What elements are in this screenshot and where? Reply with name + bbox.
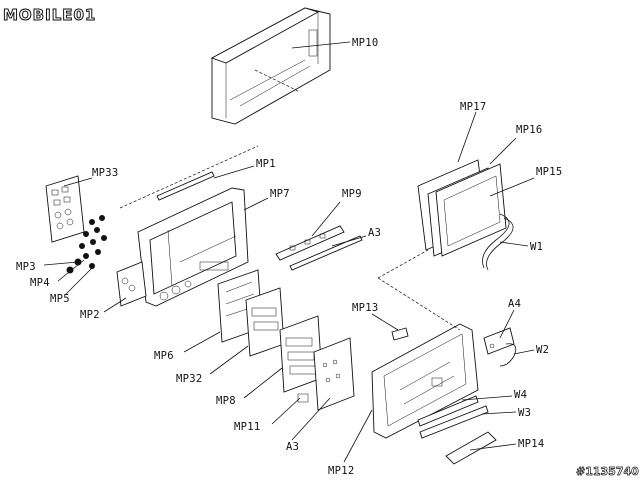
label-mp7: MP7 xyxy=(270,188,290,200)
part-mp12-chassis xyxy=(371,323,479,439)
part-mp32-board xyxy=(245,287,285,357)
part-mp15-lcd xyxy=(435,163,507,257)
label-mp6: MP6 xyxy=(154,350,174,362)
label-mp11: MP11 xyxy=(234,421,261,433)
label-mp15: MP15 xyxy=(536,166,563,178)
label-w2: W2 xyxy=(536,344,549,356)
label-mp5: MP5 xyxy=(50,293,70,305)
label-mp12: MP12 xyxy=(328,465,355,477)
label-mp17: MP17 xyxy=(460,101,487,113)
label-mp10: MP10 xyxy=(352,37,379,49)
label-mp13: MP13 xyxy=(352,302,379,314)
part-a3-board-top xyxy=(289,235,363,271)
label-mp1: MP1 xyxy=(256,158,276,170)
part-mp9-button-bar xyxy=(275,225,345,261)
part-mp13-clip xyxy=(391,327,409,341)
part-mp10-rear-cover xyxy=(210,7,331,125)
part-w4-bracket xyxy=(417,395,479,427)
part-mp11-board xyxy=(297,337,355,411)
label-mp4: MP4 xyxy=(30,277,50,289)
label-mp9: MP9 xyxy=(342,188,362,200)
label-mp2: MP2 xyxy=(80,309,100,321)
part-mp2-faceplate xyxy=(116,261,147,307)
label-mp14: MP14 xyxy=(518,438,545,450)
part-w1-cable xyxy=(482,213,514,271)
label-mp3: MP3 xyxy=(16,261,36,273)
leader-lines xyxy=(43,41,535,463)
watermark-id: #1135740 xyxy=(576,465,639,478)
mp15-guide xyxy=(377,249,429,279)
mp12-guide xyxy=(377,277,461,331)
label-a4: A4 xyxy=(508,298,521,310)
mp10-guide xyxy=(254,69,301,93)
part-w2-cable xyxy=(499,343,517,367)
label-w1: W1 xyxy=(530,241,543,253)
part-w3-bar xyxy=(419,405,489,439)
part-mp7-front-frame xyxy=(137,187,249,307)
label-w4: W4 xyxy=(514,389,527,401)
label-mp8: MP8 xyxy=(216,395,236,407)
label-mp33: MP33 xyxy=(92,167,119,179)
watermark-logo: MOBILE01 xyxy=(3,6,96,25)
label-a3-bottom: A3 xyxy=(286,441,299,453)
label-a3-top: A3 xyxy=(368,227,381,239)
part-mp1-strip xyxy=(156,171,215,201)
logo-text: MOBILE01 xyxy=(3,6,96,24)
part-keys-knobs xyxy=(66,215,107,274)
part-mp14-bar xyxy=(445,431,497,465)
part-a4-board xyxy=(483,327,515,355)
mp10-guide-2 xyxy=(119,145,259,209)
label-mp16: MP16 xyxy=(516,124,543,136)
label-mp32: MP32 xyxy=(176,373,203,385)
label-w3: W3 xyxy=(518,407,531,419)
